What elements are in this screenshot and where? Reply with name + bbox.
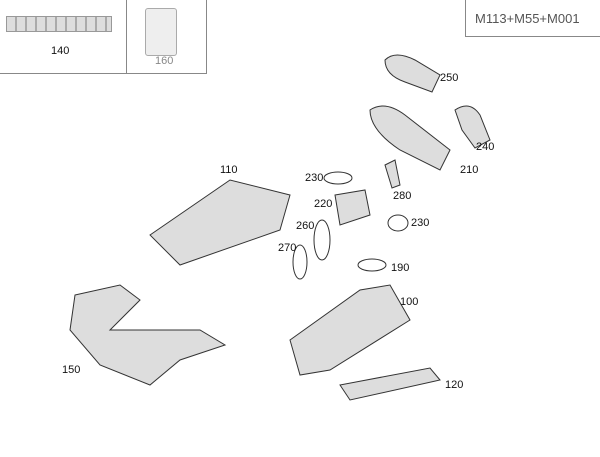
part-label-120[interactable]: 120	[445, 379, 464, 391]
part-label: 140	[51, 45, 70, 57]
part-label-240[interactable]: 240	[476, 141, 495, 153]
part-label-100[interactable]: 100	[400, 296, 419, 308]
model-code: M113+M55+M001	[475, 11, 580, 26]
part-210-hose	[369, 105, 451, 171]
amg-logo	[6, 16, 112, 32]
part-label-230b[interactable]: 230	[411, 217, 430, 229]
part-label-250[interactable]: 250	[440, 72, 459, 84]
part-label-280[interactable]: 280	[393, 190, 412, 202]
emblem-icon	[145, 8, 177, 56]
part-100-housing	[289, 284, 411, 376]
part-150-cover	[69, 284, 227, 386]
part-190-clamp	[357, 258, 387, 272]
part-240-hose	[454, 105, 491, 149]
part-280-bracket	[384, 159, 401, 189]
part-label-220[interactable]: 220	[314, 198, 333, 210]
part-label-150[interactable]: 150	[62, 364, 81, 376]
part-230-clamp	[387, 214, 409, 232]
inset-emblem-140[interactable]: 140	[0, 0, 128, 74]
part-110-housing	[149, 179, 291, 266]
part-label-110[interactable]: 110	[220, 164, 238, 176]
part-120-filter	[339, 367, 441, 401]
inset-emblem-160[interactable]: 160	[126, 0, 207, 74]
part-label-260[interactable]: 260	[296, 220, 315, 232]
part-label: 160	[155, 55, 174, 67]
part-270-seal	[292, 244, 308, 280]
part-260-seal	[313, 219, 331, 261]
model-code-box: M113+M55+M001	[465, 0, 600, 37]
part-250-hose	[384, 54, 441, 93]
part-220-sensor	[334, 189, 371, 226]
part-label-210[interactable]: 210	[460, 164, 479, 176]
part-label-270[interactable]: 270	[278, 242, 297, 254]
part-label-230[interactable]: 230	[305, 172, 324, 184]
part-label-190[interactable]: 190	[391, 262, 410, 274]
part-230-clamp	[323, 171, 353, 185]
